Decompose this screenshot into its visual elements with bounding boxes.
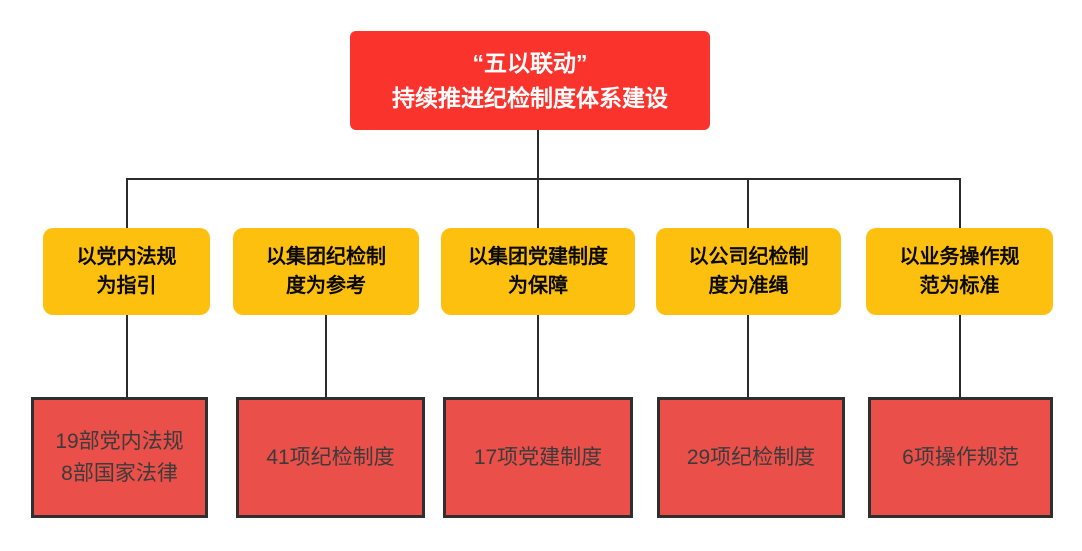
connector-mid-col2 [325, 314, 327, 398]
title-box: “五以联动” 持续推进纪检制度体系建设 [350, 31, 710, 130]
connector-mid-col3 [537, 314, 539, 398]
connector-mid-col1 [126, 314, 128, 398]
connector-drop-col5 [959, 178, 961, 229]
count-box-4: 29项纪检制度 [657, 397, 845, 518]
connector-drop-col4 [747, 178, 749, 229]
connector-drop-col3 [537, 178, 539, 229]
principle-box-2: 以集团纪检制 度为参考 [233, 228, 419, 315]
connector-horizontal [126, 178, 961, 180]
principle-box-1: 以党内法规 为指引 [43, 228, 210, 315]
principle-box-3: 以集团党建制度 为保障 [441, 228, 635, 315]
connector-mid-col4 [747, 314, 749, 398]
principle-box-5: 以业务操作规 范为标准 [866, 228, 1053, 315]
count-box-1: 19部党内法规 8部国家法律 [31, 397, 208, 518]
count-box-3: 17项党建制度 [443, 397, 633, 518]
count-box-2: 41项纪检制度 [236, 397, 425, 518]
principle-box-4: 以公司纪检制 度为准绳 [656, 228, 841, 315]
connector-root-vertical [537, 130, 539, 178]
connector-drop-col1 [126, 178, 128, 229]
connector-mid-col5 [959, 314, 961, 398]
count-box-5: 6项操作规范 [868, 397, 1053, 518]
